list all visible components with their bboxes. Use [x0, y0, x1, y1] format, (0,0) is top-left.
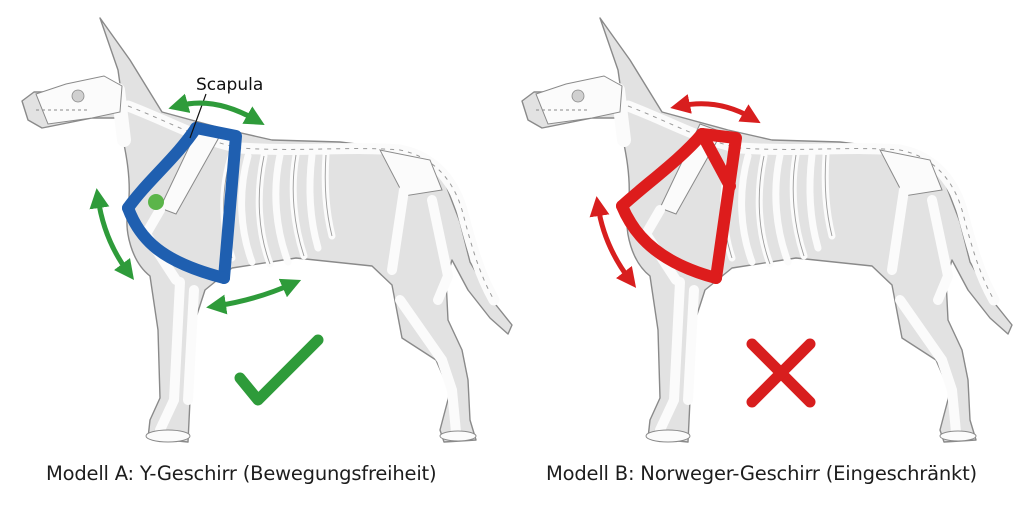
harness-strap-a [190, 122, 242, 284]
panel-b [522, 18, 1012, 442]
panel-a: Scapula [22, 18, 512, 442]
scapula-label: Scapula [196, 75, 263, 95]
movement-arrow-top-a [168, 93, 265, 125]
caption-model-a: Modell A: Y-Geschirr (Bewegungsfreiheit) [46, 462, 437, 485]
caption-model-b: Modell B: Norweger-Geschirr (Eingeschrän… [546, 462, 977, 485]
girth-strap-b [696, 128, 742, 284]
movement-arrow-front-a [89, 188, 134, 281]
shoulder-joint-a [148, 194, 164, 210]
cross-strap-b [696, 128, 736, 192]
cross-icon [746, 338, 816, 408]
dog-skeleton-b [522, 18, 1012, 442]
neck-strap-a [122, 122, 202, 214]
checkmark-icon [234, 334, 324, 406]
dog-skeleton-a [22, 18, 512, 442]
movement-arrow-front-b [589, 196, 637, 288]
movement-arrow-top-b [670, 94, 761, 124]
movement-arrow-bottom-a [206, 278, 302, 315]
